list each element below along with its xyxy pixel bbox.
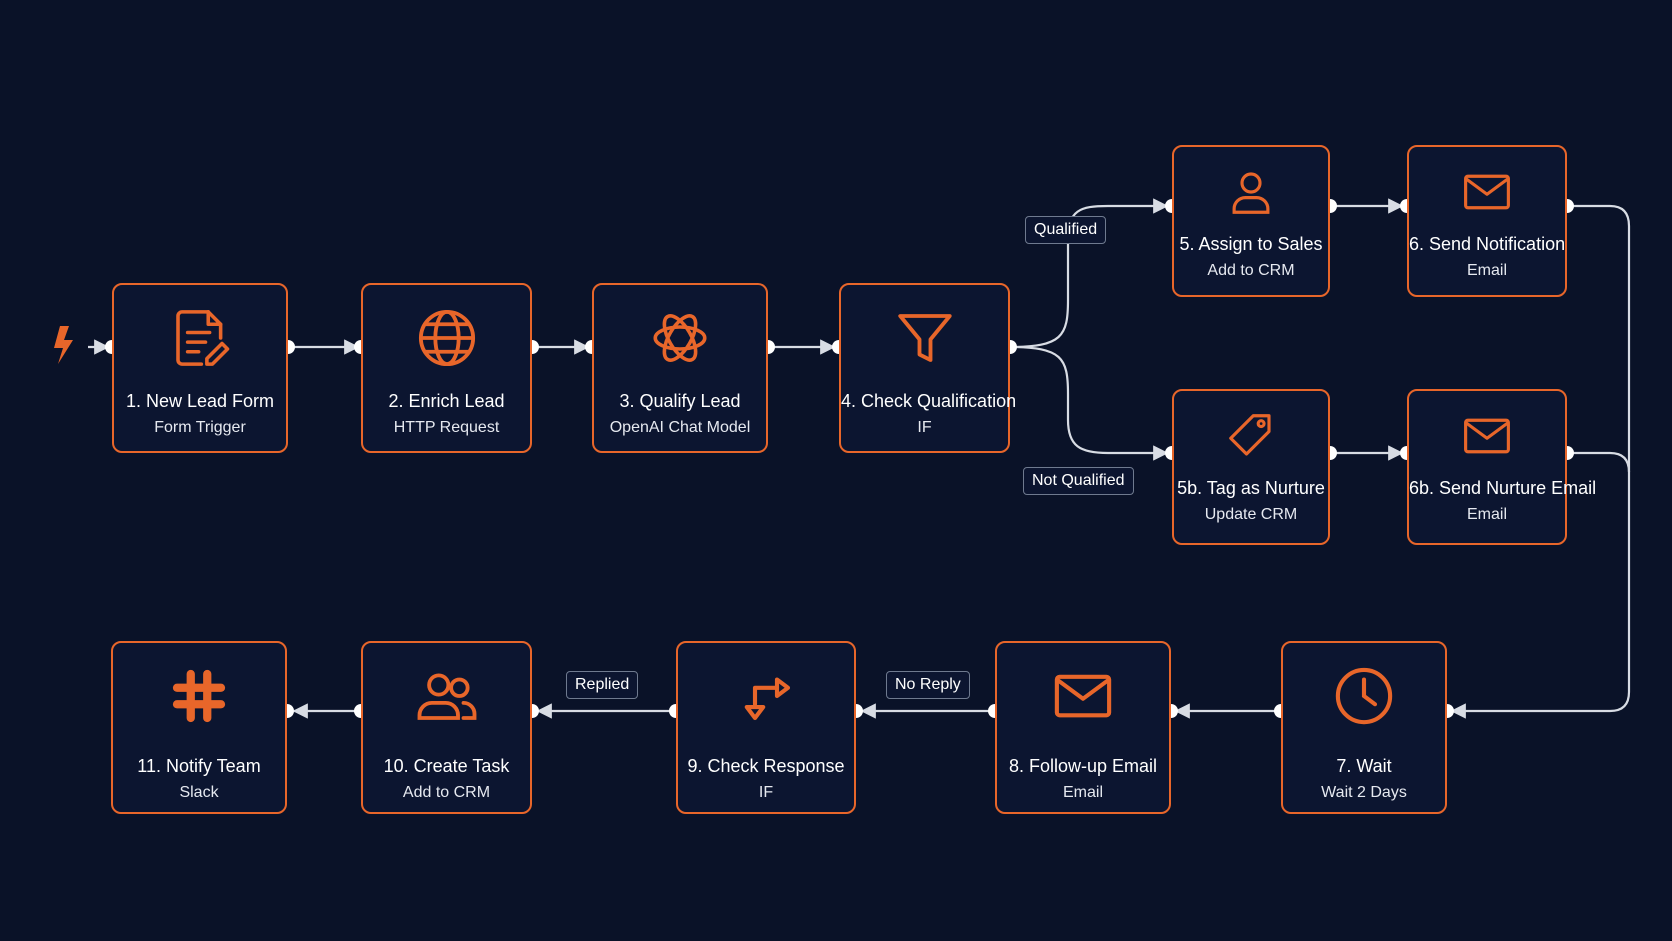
node-title: 6. Send Notification: [1409, 234, 1566, 254]
node-title: 11. Notify Team: [137, 756, 261, 776]
node-title: 5b. Tag as Nurture: [1177, 478, 1325, 498]
edge-label-replied: Replied: [566, 671, 639, 699]
users-icon: [363, 663, 530, 729]
node-send-nurture-email[interactable]: 6b. Send Nurture Email Email: [1407, 389, 1597, 545]
node-title: 9. Check Response: [687, 756, 845, 776]
slack-icon: [113, 663, 285, 729]
edge-n6b-n7: [1567, 451, 1631, 473]
node-create-task[interactable]: 10. Create Task Add to CRM: [361, 641, 532, 814]
node-subtitle: Form Trigger: [154, 419, 246, 436]
node-subtitle: IF: [758, 784, 774, 801]
tag-icon: [1174, 407, 1328, 465]
edge-n6-n7: [1450, 204, 1631, 719]
clock-icon: [1283, 663, 1445, 729]
node-check-response[interactable]: 9. Check Response IF: [676, 641, 856, 814]
node-title: 8. Follow-up Email: [1008, 756, 1158, 776]
node-subtitle: Add to CRM: [402, 784, 491, 801]
node-check-qualification[interactable]: 4. Check Qualification IF: [839, 283, 1017, 453]
node-wait[interactable]: 7. Wait Wait 2 Days: [1281, 641, 1447, 814]
mail-icon: [1409, 407, 1565, 465]
node-qualify-lead[interactable]: 3. Qualify Lead OpenAI Chat Model: [592, 283, 768, 453]
branch-arrow-icon: [678, 663, 854, 729]
node-follow-up-email[interactable]: 8. Follow-up Email Email: [995, 641, 1171, 814]
globe-icon: [363, 305, 530, 371]
node-notify-team[interactable]: 11. Notify Team Slack: [111, 641, 287, 814]
openai-icon: [594, 305, 766, 371]
filter-icon: [841, 305, 1008, 371]
lightning-bolt-icon: [54, 326, 73, 364]
node-subtitle: Add to CRM: [1207, 262, 1295, 279]
node-title: 1. New Lead Form: [125, 391, 275, 411]
edge-label-qualified: Qualified: [1025, 216, 1107, 244]
node-title: 6b. Send Nurture Email: [1409, 478, 1597, 498]
node-subtitle: Email: [1062, 784, 1103, 801]
node-title: 5. Assign to Sales: [1179, 234, 1323, 254]
mail-icon: [997, 663, 1169, 729]
node-new-lead-form[interactable]: 1. New Lead Form Form Trigger: [112, 283, 288, 453]
node-subtitle: OpenAI Chat Model: [609, 419, 751, 436]
edge-label-not-qualified: Not Qualified: [1023, 467, 1134, 495]
node-title: 4. Check Qualification: [841, 391, 1017, 411]
node-tag-as-nurture[interactable]: 5b. Tag as Nurture Update CRM: [1172, 389, 1330, 545]
document-edit-icon: [114, 305, 286, 371]
node-subtitle: Slack: [179, 784, 219, 801]
mail-icon: [1409, 163, 1565, 221]
node-title: 2. Enrich Lead: [388, 391, 505, 411]
node-title: 7. Wait: [1336, 756, 1392, 776]
node-subtitle: HTTP Request: [393, 419, 500, 436]
node-send-notification[interactable]: 6. Send Notification Email: [1407, 145, 1567, 297]
edge-n4-n5b: [1009, 345, 1169, 461]
node-subtitle: Email: [1466, 262, 1507, 279]
node-title: 3. Qualify Lead: [619, 391, 741, 411]
node-subtitle: Update CRM: [1204, 506, 1298, 523]
node-subtitle: Email: [1466, 506, 1507, 523]
edge-n4-n5: [1009, 198, 1169, 349]
node-enrich-lead[interactable]: 2. Enrich Lead HTTP Request: [361, 283, 532, 453]
node-title: 10. Create Task: [383, 756, 510, 776]
node-assign-to-sales[interactable]: 5. Assign to Sales Add to CRM: [1172, 145, 1330, 297]
user-icon: [1174, 163, 1328, 221]
edge-label-no-reply: No Reply: [886, 671, 970, 699]
node-subtitle: Wait 2 Days: [1321, 784, 1407, 801]
node-subtitle: IF: [917, 419, 932, 436]
